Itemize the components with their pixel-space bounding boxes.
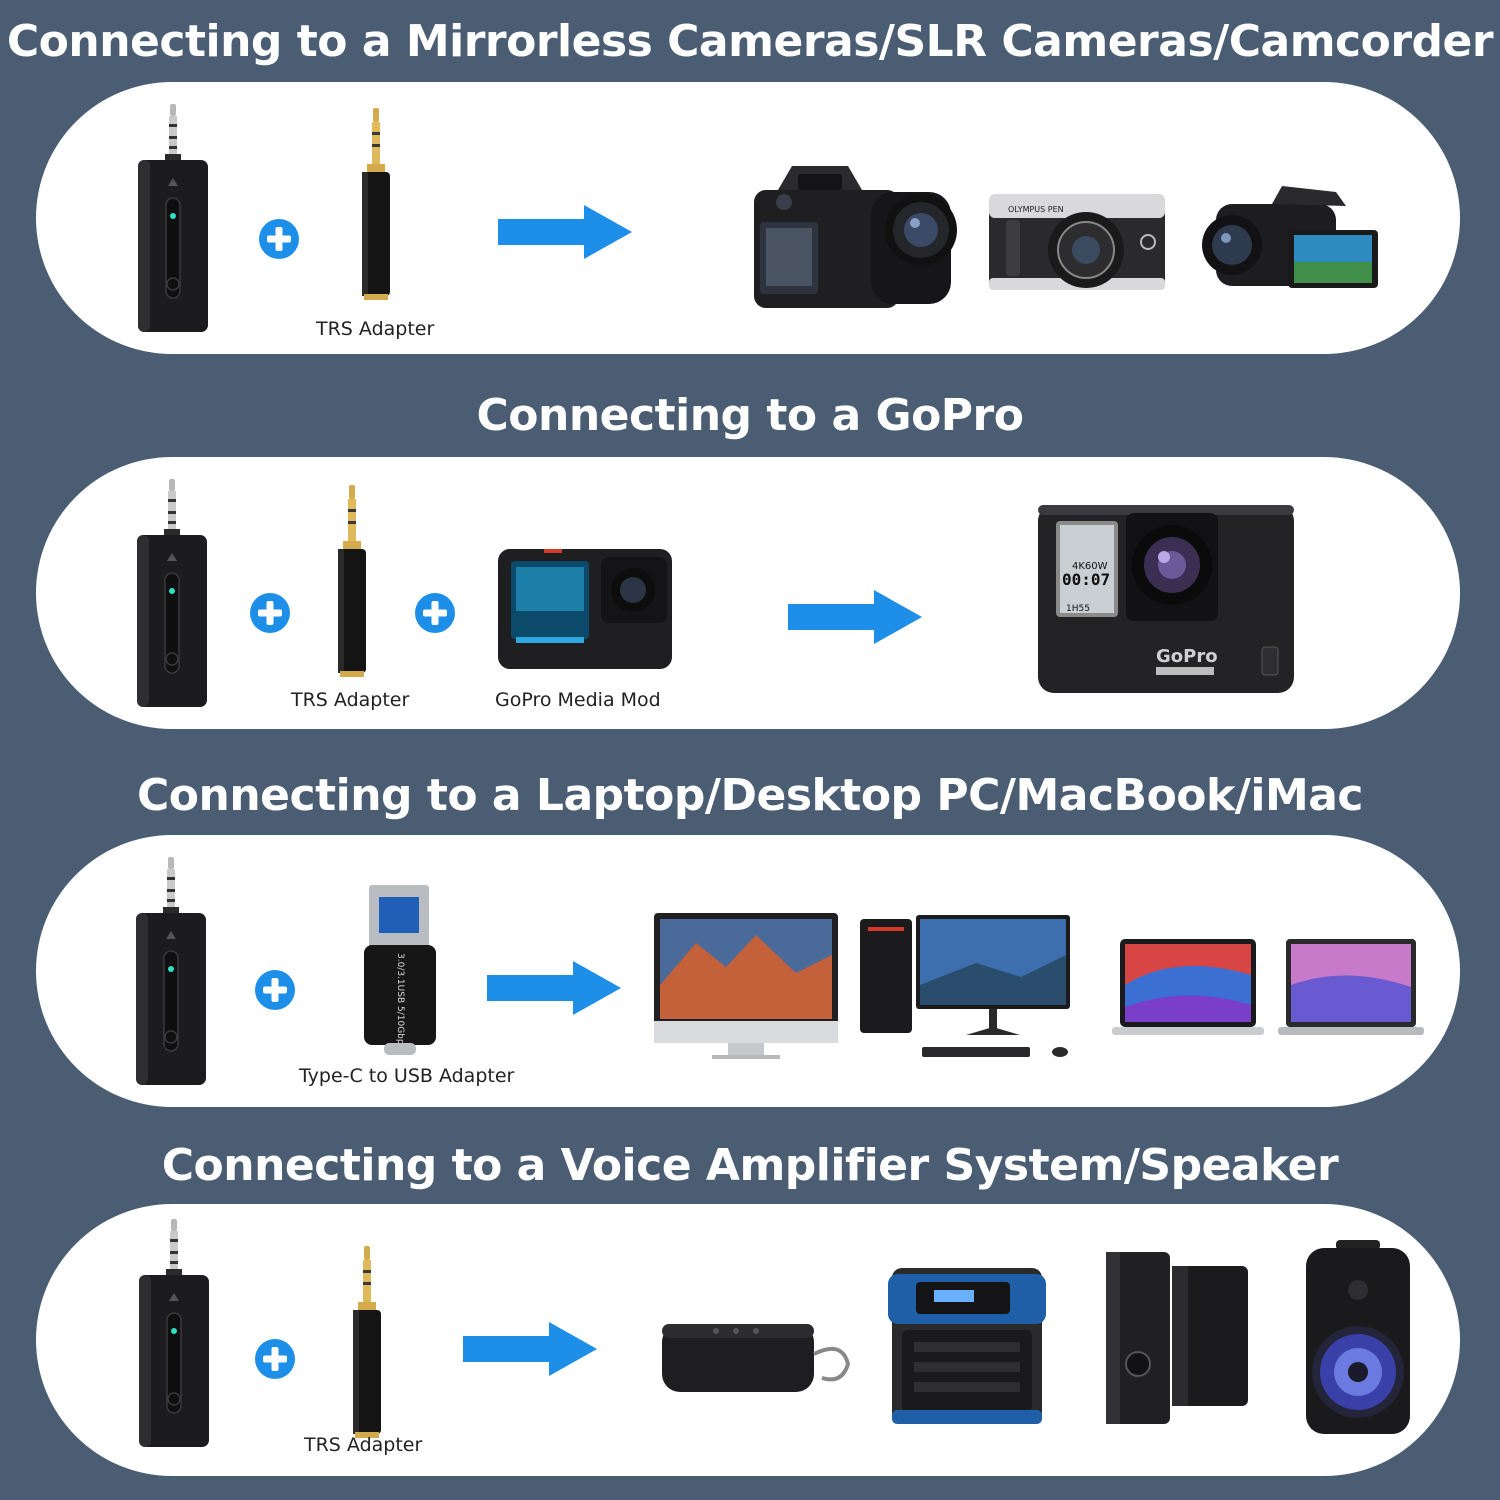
plus-icon (250, 593, 290, 633)
trs-adapter-caption: TRS Adapter (291, 689, 410, 711)
transmitter-icon (137, 103, 209, 333)
plus-icon (259, 219, 299, 259)
gopro-icon: 4K60W 00:07 1H55 GoPro (1038, 505, 1294, 693)
speaker-icon (888, 1268, 1046, 1424)
section-title-gopro: Connecting to a GoPro (476, 390, 1024, 441)
trs-adapter-caption: TRS Adapter (304, 1434, 423, 1456)
speaker-icon (662, 1324, 851, 1392)
gopro-screen-extra: 1H55 (1066, 604, 1090, 614)
transmitter-icon (135, 856, 207, 1086)
section-title-cameras: Connecting to a Mirrorless Cameras/SLR C… (6, 16, 1494, 67)
gopro-brand-label: GoPro (1156, 646, 1218, 667)
computer-icon (654, 913, 838, 1059)
panel-gopro: 4K60W 00:07 1H55 GoPro TRS Adapter GoPro… (36, 457, 1460, 729)
computer-icon (1112, 939, 1264, 1035)
gopro-screen-time: 00:07 (1062, 570, 1110, 589)
plus-icon (255, 970, 295, 1010)
section-title-speakers: Connecting to a Voice Amplifier System/S… (161, 1140, 1339, 1191)
camera-icon (1202, 186, 1378, 288)
speaker-icon (1106, 1252, 1248, 1424)
trs-adapter-icon (338, 485, 366, 677)
gopro-screen-mode: 4K60W (1072, 561, 1108, 572)
section-title-computers: Connecting to a Laptop/Desktop PC/MacBoo… (136, 770, 1364, 821)
camera-icon (754, 166, 957, 308)
transmitter-icon (136, 478, 208, 708)
transmitter-icon (138, 1218, 210, 1448)
arrow-right-icon (487, 961, 621, 1015)
panel-speakers: TRS Adapter (36, 1204, 1460, 1476)
panel-computers: 3.0/3.1USB 5/10Gbps (36, 835, 1460, 1107)
camera-icon: OLYMPUS PEN (989, 194, 1165, 290)
arrow-right-icon (498, 205, 632, 259)
arrow-right-icon (788, 590, 922, 644)
computer-icon (860, 915, 1070, 1057)
gopro-media-mod-caption: GoPro Media Mod (495, 689, 661, 711)
camera-brand-label: OLYMPUS PEN (1008, 205, 1064, 214)
panel-cameras: OLYMPUS PEN TRS Adapter (36, 82, 1460, 354)
plus-icon (255, 1339, 295, 1379)
arrow-right-icon (463, 1322, 597, 1376)
trs-adapter-caption: TRS Adapter (316, 318, 435, 340)
computer-icon (1278, 939, 1424, 1035)
usb-adapter-icon: 3.0/3.1USB 5/10Gbps (364, 885, 436, 1055)
speaker-icon (1306, 1240, 1410, 1434)
plus-icon (415, 593, 455, 633)
trs-adapter-icon (353, 1246, 381, 1438)
trs-adapter-icon (362, 108, 390, 300)
usb-adapter-print: 3.0/3.1USB 5/10Gbps (395, 953, 405, 1050)
gopro-icon (498, 549, 672, 669)
usb-adapter-caption: Type-C to USB Adapter (299, 1065, 515, 1087)
